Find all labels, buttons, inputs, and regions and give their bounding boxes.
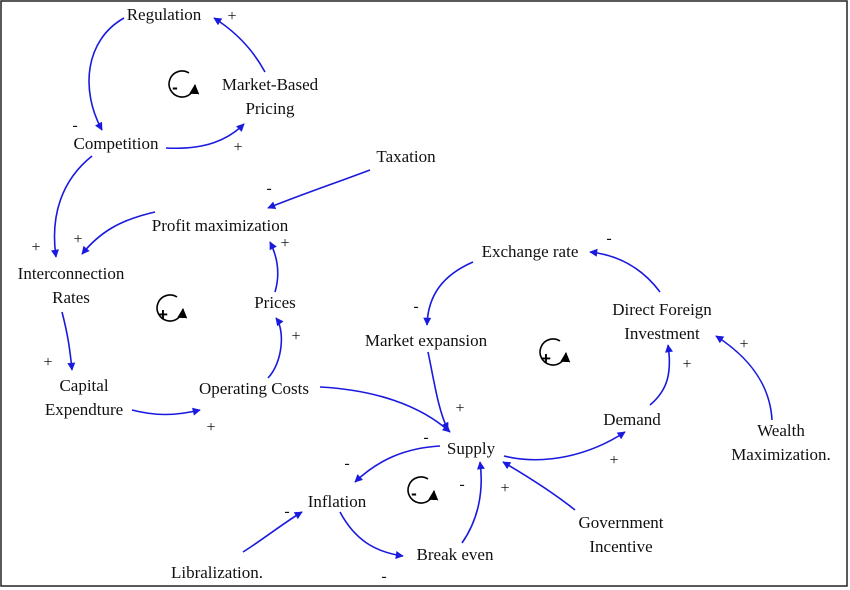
var-exchange-rate: Exchange rate	[482, 242, 579, 261]
link-operating-costs-to-supply	[319, 386, 451, 433]
loop-arrow-icon	[156, 294, 188, 322]
var-demand: Demand	[603, 410, 661, 429]
loop-polarity: -	[411, 484, 417, 503]
var-prices: Prices	[254, 293, 296, 312]
loop-arrow-icon	[407, 476, 439, 504]
var-direct-foreign-investment-line2: Investment	[624, 324, 700, 343]
var-government-incentive-line2: Incentive	[589, 537, 652, 556]
sign-interconnection-to-capex: +	[43, 354, 52, 371]
loop-marker-cost: +	[156, 294, 188, 324]
link-exchange-rate-to-market-expansion	[423, 261, 474, 326]
link-supply-to-inflation	[354, 445, 441, 483]
var-competition: Competition	[74, 134, 160, 153]
var-capital-expenditure-line2: Expendture	[45, 400, 123, 419]
var-wealth-maximization-line1: Wealth	[757, 421, 805, 440]
sign-supply-to-inflation: -	[344, 455, 349, 472]
var-wealth-maximization-line2: Maximization.	[731, 445, 831, 464]
link-profit-to-interconnection	[81, 211, 156, 255]
var-inflation: Inflation	[308, 492, 367, 511]
sign-capex-to-operating-costs: +	[206, 419, 215, 436]
sign-supply-to-demand: +	[609, 452, 618, 469]
link-wealth-to-dfi	[715, 335, 773, 421]
var-market-expansion: Market expansion	[365, 331, 488, 350]
var-libralization: Libralization.	[171, 563, 263, 582]
sign-supply-minus: -	[423, 429, 428, 446]
link-dfi-to-exchange-rate	[589, 248, 661, 293]
sign-competition-to-interconnection: +	[31, 239, 40, 256]
sign-operating-costs-to-prices: +	[291, 328, 300, 345]
sign-profit-to-interconnection: +	[73, 231, 82, 248]
sign-inflation-to-break-even: -	[381, 568, 386, 585]
sign-demand-to-dfi: +	[682, 356, 691, 373]
var-capital-expenditure-line1: Capital	[59, 376, 108, 395]
sign-operating-costs-to-supply: +	[455, 400, 464, 417]
link-operating-costs-to-prices	[267, 317, 284, 379]
var-government-incentive-line1: Government	[579, 513, 664, 532]
var-break-even: Break even	[417, 545, 494, 564]
sign-wealth-to-dfi: +	[739, 336, 748, 353]
link-capex-to-operating-costs	[131, 407, 201, 416]
var-direct-foreign-investment-line1: Direct Foreign	[612, 300, 712, 319]
link-competition-to-interconnection	[51, 155, 93, 258]
link-market-pricing-to-regulation	[213, 17, 266, 73]
sign-regulation-to-competition: -	[72, 117, 77, 134]
sign-taxation-to-profit: -	[266, 180, 271, 197]
sign-break-even-to-supply: -	[459, 476, 464, 493]
link-market-expansion-to-supply	[427, 351, 449, 431]
var-profit-maximization: Profit maximization	[152, 216, 289, 235]
var-supply: Supply	[447, 439, 496, 458]
link-supply-to-demand	[503, 431, 626, 461]
var-interconnection-rates-line2: Rates	[52, 288, 90, 307]
sign-gov-incentive-to-supply: +	[500, 480, 509, 497]
link-gov-incentive-to-supply	[502, 461, 576, 511]
link-taxation-to-profit	[267, 169, 371, 209]
var-operating-costs: Operating Costs	[199, 379, 309, 398]
link-inflation-to-break-even	[339, 511, 404, 559]
loop-polarity: -	[172, 78, 178, 97]
sign-market-pricing-to-regulation: +	[227, 8, 236, 25]
var-market-based-pricing-line1: Market-Based	[222, 75, 319, 94]
link-regulation-to-competition	[88, 17, 125, 131]
link-demand-to-dfi	[649, 344, 674, 406]
var-interconnection-rates-line1: Interconnection	[18, 264, 125, 283]
loop-polarity: +	[158, 305, 168, 324]
var-market-based-pricing-line2: Pricing	[245, 99, 295, 118]
sign-prices-to-profit: +	[280, 235, 289, 252]
link-competition-to-market-pricing	[165, 123, 245, 150]
link-break-even-to-supply	[461, 461, 485, 544]
link-prices-to-profit	[269, 241, 279, 293]
sign-libralization-to-inflation: -	[284, 503, 289, 520]
loop-marker-demand: +	[539, 338, 571, 368]
loop-polarity: +	[541, 349, 551, 368]
loop-marker-inflation: -	[407, 476, 439, 504]
sign-exchange-rate-to-market-expansion: -	[413, 298, 418, 315]
link-interconnection-to-capex	[61, 311, 76, 371]
loop-arrow-icon	[168, 70, 200, 98]
var-regulation: Regulation	[127, 5, 202, 24]
sign-competition-to-market-pricing: +	[233, 139, 242, 156]
link-libralization-to-inflation	[242, 511, 303, 553]
sign-dfi-to-exchange-rate: -	[606, 230, 611, 247]
loop-arrow-icon	[539, 338, 571, 366]
var-taxation: Taxation	[376, 147, 436, 166]
loop-marker-regulation: -	[168, 70, 200, 98]
